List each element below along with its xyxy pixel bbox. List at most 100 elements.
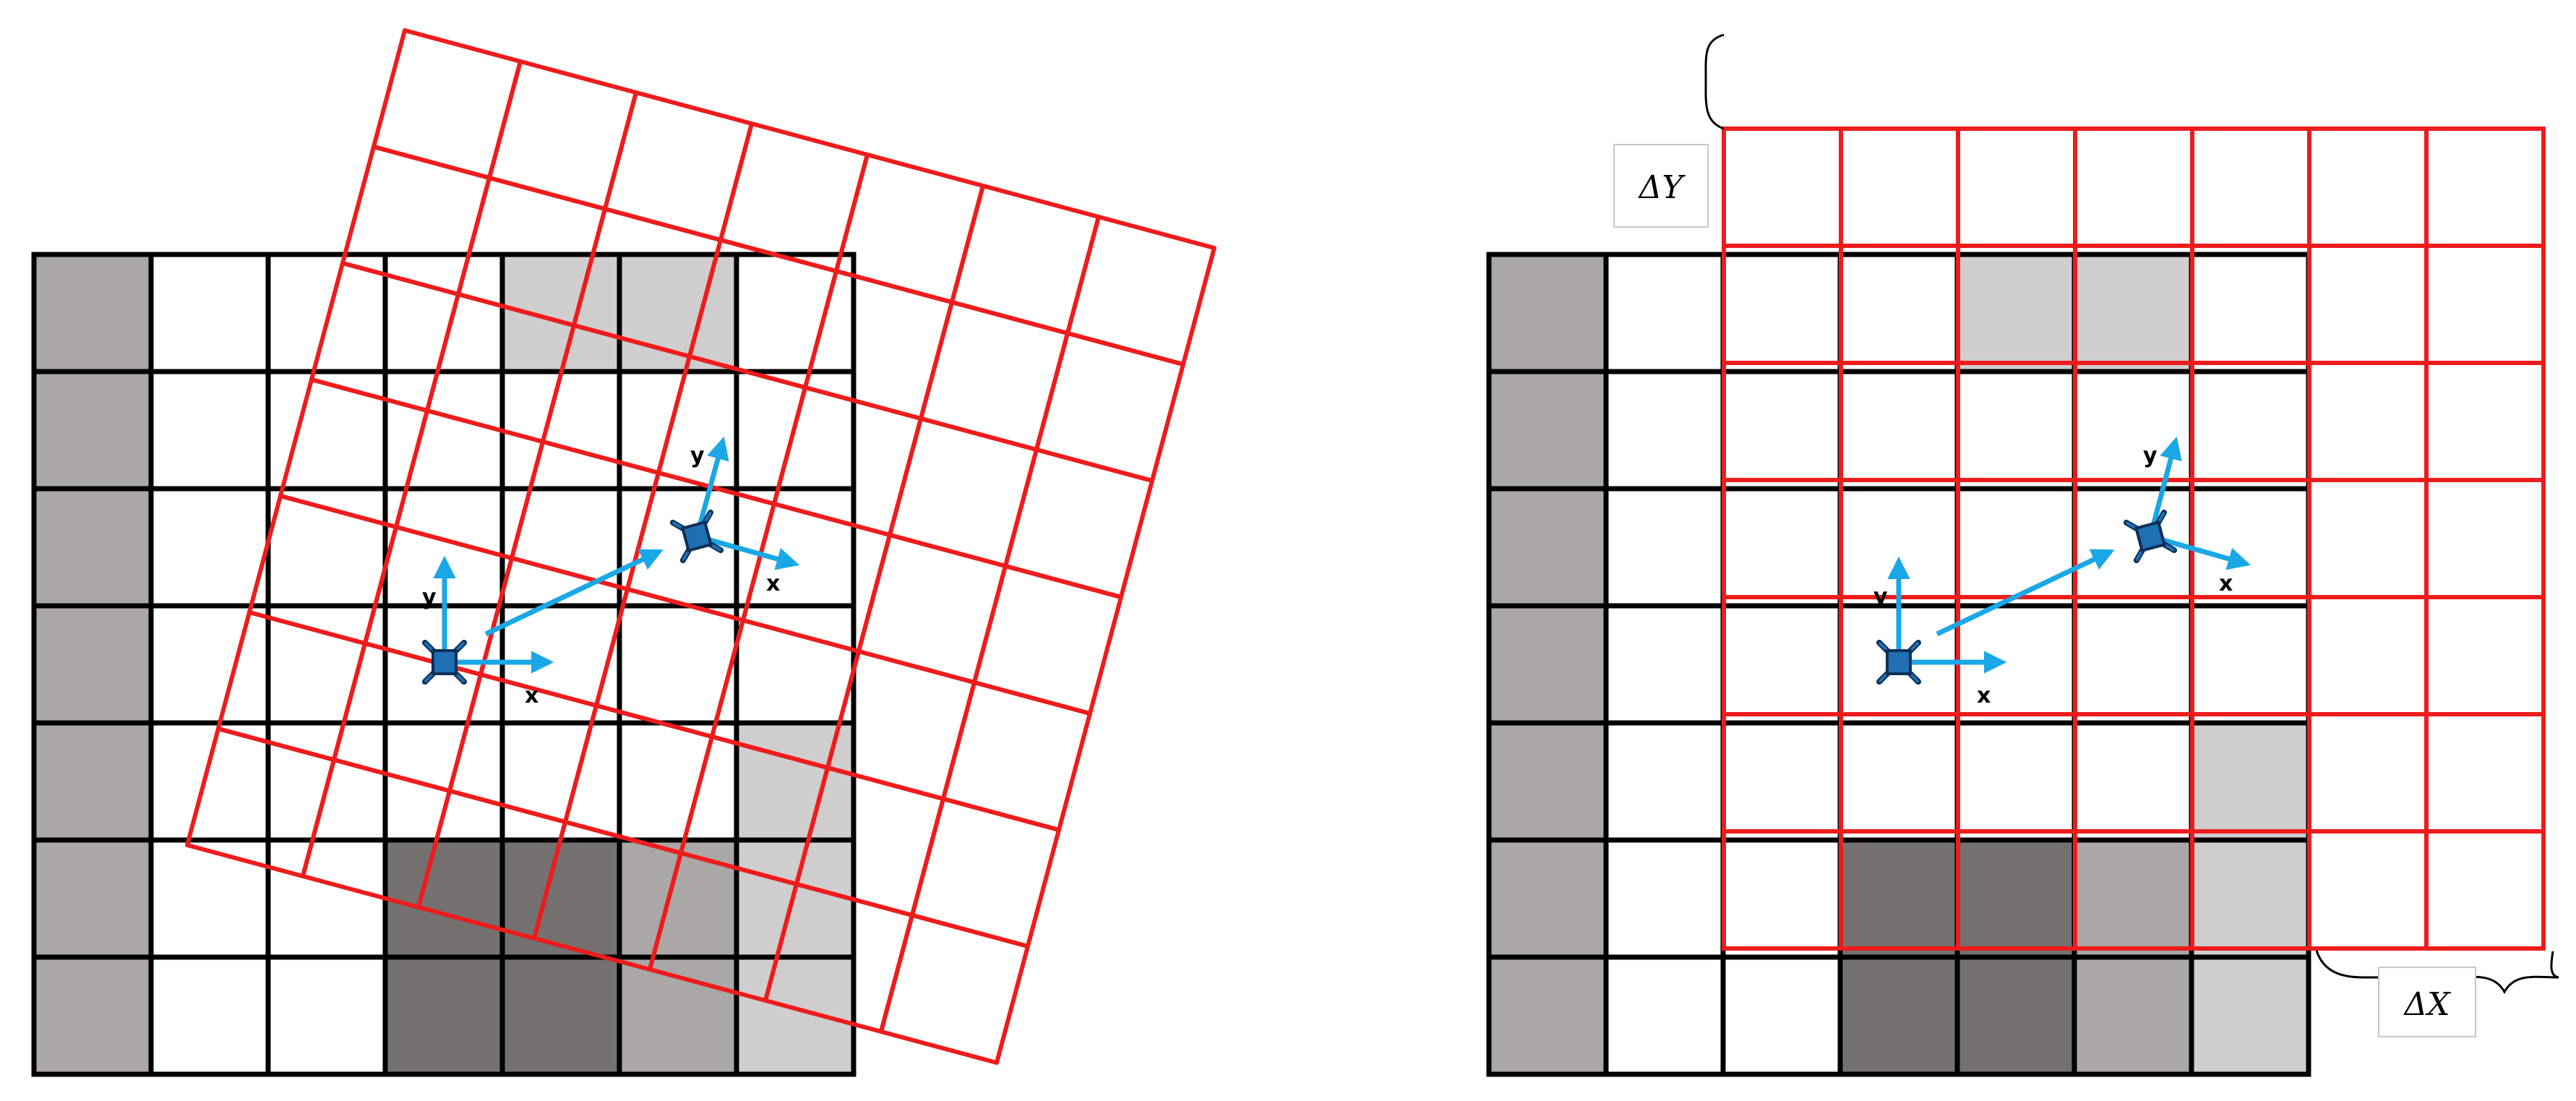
start-x-label: x	[525, 683, 538, 708]
start-y-label: y	[1873, 584, 1888, 609]
occupancy-cell	[148, 954, 271, 1077]
occupancy-cell	[617, 369, 739, 492]
overlay-cell	[1065, 215, 1216, 367]
occupancy-cell	[382, 954, 505, 1077]
occupancy-cell	[31, 486, 154, 609]
occupancy-cell	[1720, 603, 1843, 726]
occupancy-cell	[1486, 954, 1609, 1077]
overlay-cell	[888, 416, 1039, 568]
overlay-cell	[2424, 478, 2546, 599]
occupancy-cell	[1720, 486, 1843, 609]
overlay-cell	[1839, 127, 1960, 248]
start-y-label: y	[422, 585, 437, 610]
occupancy-cell	[1954, 486, 2077, 609]
occupancy-cell	[31, 369, 154, 492]
occupancy-cell	[734, 486, 856, 609]
end-x-axis-arrow	[696, 534, 800, 570]
delta-y-label-box	[1613, 144, 1709, 228]
occupancy-cell	[617, 954, 739, 1077]
overlay-cell	[2307, 478, 2429, 599]
occupancy-cell	[1720, 954, 1843, 1077]
occupancy-cell	[499, 837, 622, 960]
occupancy-cell	[1720, 252, 1843, 374]
overlay-cell	[834, 153, 985, 304]
end-y-axis-arrow	[694, 436, 729, 537]
robot-body	[432, 649, 458, 675]
occupancy-cell	[734, 369, 856, 492]
occupancy-cell	[2189, 486, 2311, 609]
start-robot-icon	[1876, 640, 1921, 685]
end-x-label: x	[2219, 571, 2233, 596]
overlay-cell	[1003, 447, 1154, 599]
overlay-cell	[2424, 361, 2546, 482]
overlay-cell	[2307, 244, 2429, 365]
right-pose-vectors: y x y x	[1873, 436, 2251, 708]
occupancy-cell	[1837, 954, 1960, 1077]
start-x-label: x	[1977, 683, 1991, 708]
occupancy-cell	[1603, 954, 1726, 1077]
end-y-label: y	[690, 443, 705, 468]
delta-x-label-box	[2378, 967, 2476, 1037]
robot-body	[1886, 649, 1912, 675]
occupancy-cell	[2071, 954, 2194, 1077]
occupancy-cell	[382, 720, 505, 843]
occupancy-cell	[2071, 603, 2194, 726]
occupancy-cell	[1954, 720, 2077, 843]
overlay-cell	[2424, 712, 2546, 834]
left-occupancy-grid	[31, 252, 856, 1077]
occupancy-cell	[2071, 720, 2194, 843]
overlay-cell	[2073, 127, 2194, 248]
overlay-cell	[372, 28, 523, 180]
end-y-label: y	[2143, 443, 2158, 468]
occupancy-cell	[734, 837, 856, 960]
end-x-label: x	[766, 571, 780, 596]
occupancy-cell	[1603, 486, 1726, 609]
overlay-cell	[2307, 829, 2429, 951]
occupancy-cell	[148, 603, 271, 726]
overlay-cell	[487, 59, 638, 211]
occupancy-cell	[265, 837, 388, 960]
overlay-cell	[2424, 127, 2546, 248]
occupancy-cell	[1603, 603, 1726, 726]
occupancy-cell	[2071, 369, 2194, 492]
overlay-cell	[1956, 127, 2077, 248]
occupancy-cell	[1954, 837, 2077, 960]
overlay-cell	[2307, 361, 2429, 482]
occupancy-cell	[2189, 954, 2311, 1077]
occupancy-cell	[499, 369, 622, 492]
occupancy-cell	[148, 486, 271, 609]
occupancy-cell	[1486, 603, 1609, 726]
overlay-cell	[2424, 244, 2546, 365]
occupancy-cell	[617, 603, 739, 726]
overlay-cell	[718, 121, 870, 273]
occupancy-cell	[1954, 252, 2077, 374]
overlay-cell	[1722, 127, 1843, 248]
delta-y-label: ΔY	[1638, 169, 1686, 206]
overlay-cell	[2307, 595, 2429, 716]
robot-body	[2134, 520, 2167, 553]
occupancy-cell	[148, 720, 271, 843]
occupancy-cell	[148, 252, 271, 374]
occupancy-cell	[2071, 837, 2194, 960]
occupancy-cell	[382, 369, 505, 492]
occupancy-cell	[1603, 720, 1726, 843]
occupancy-cell	[1486, 837, 1609, 960]
occupancy-cell	[2189, 837, 2311, 960]
occupancy-cell	[1486, 252, 1609, 374]
occupancy-cell	[1486, 369, 1609, 492]
occupancy-cell	[2189, 369, 2311, 492]
occupancy-cell	[2189, 720, 2311, 843]
right-translated-red-grid	[1722, 127, 2546, 951]
occupancy-cell	[1720, 720, 1843, 843]
occupancy-cell	[1603, 252, 1726, 374]
occupancy-cell	[1837, 837, 1960, 960]
overlay-cell	[879, 913, 1030, 1065]
occupancy-cell	[382, 837, 505, 960]
left-rotated-red-grid	[185, 28, 1216, 1065]
occupancy-cell	[2189, 252, 2311, 374]
occupancy-cell	[1954, 954, 2077, 1077]
end-x-axis-arrow	[2150, 534, 2251, 570]
displacement-arrow	[1936, 549, 2115, 637]
